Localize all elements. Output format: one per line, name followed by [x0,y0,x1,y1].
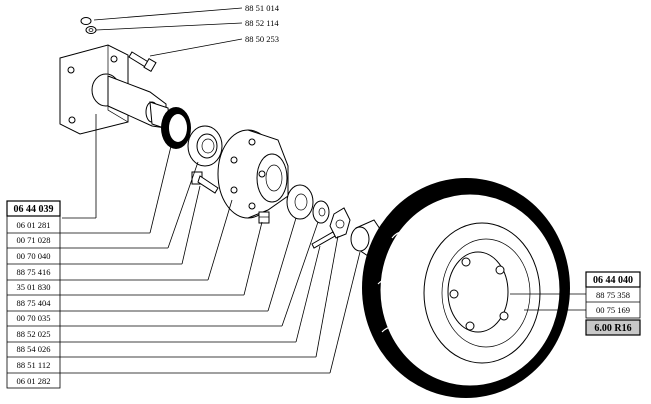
callout-label: 88 51 014 [245,3,280,13]
wheel-stud [191,171,219,194]
castle-nut [329,207,351,239]
part-number: 88 75 358 [596,290,630,300]
small-nut [258,211,270,224]
callout-label: 88 52 114 [245,18,279,28]
bolt [128,51,157,73]
group-header: 06 44 040 [593,275,633,286]
parts-drawing [59,17,570,398]
part-number: 00 71 028 [17,235,51,245]
part-number: 00 70 035 [17,313,51,323]
left-leader-lines [60,114,361,374]
right-leader-lines [510,293,586,311]
right-callout-group: 06 44 040 88 75 358 00 75 169 6.00 R16 [585,271,641,336]
part-number: 06 01 281 [17,220,51,230]
tyre [362,178,570,398]
tyre-size-box [585,319,641,336]
part-number: 88 54 026 [17,344,51,354]
part-number: 00 70 040 [17,251,51,261]
part-number: 88 51 112 [17,360,51,370]
part-number: 00 75 169 [596,305,630,315]
inner-bearing [187,125,223,167]
seal-ring [161,107,191,149]
top-callouts: 88 51 014 88 52 114 88 50 253 [93,3,280,57]
group-header: 06 44 039 [14,204,54,215]
nut-washer [80,17,97,34]
outer-bearing [286,184,314,220]
callout-label: 88 50 253 [245,34,279,44]
part-number: 88 52 025 [17,329,51,339]
part-number: 88 75 416 [17,267,51,277]
left-callout-group: 06 44 039 06 01 281 00 71 028 00 70 040 … [6,200,61,389]
part-number: 35 01 830 [17,282,51,292]
wheel-hub [217,129,289,219]
stub-axle [59,44,171,135]
part-number: 06 01 282 [17,376,51,386]
split-pin [311,231,336,249]
washer [312,200,330,224]
part-number: 88 75 404 [17,298,52,308]
tyre-size-label: 6.00 R16 [594,323,631,334]
